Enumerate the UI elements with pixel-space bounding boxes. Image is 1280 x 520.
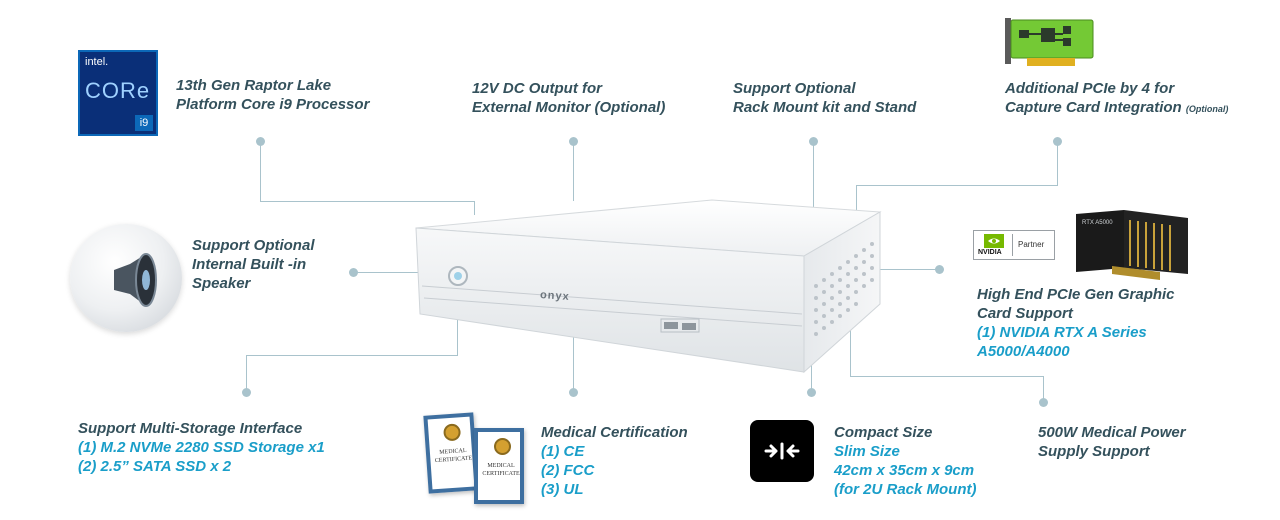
nvidia-partner-logo: NVIDIA Partner xyxy=(973,230,1055,260)
nvidia-partner-label: Partner xyxy=(1018,240,1045,249)
medical-pc-device xyxy=(415,199,882,374)
feature-medical-hl3: (3) UL xyxy=(541,481,584,498)
feature-graphics: High End PCIe Gen Graphic Card Support (… xyxy=(977,285,1175,361)
compress-arrows-icon xyxy=(750,420,814,482)
certificate-line1: MEDICAL xyxy=(439,447,467,456)
feature-graphics-line2: Card Support xyxy=(977,305,1073,322)
gpu-card-image xyxy=(1076,210,1188,280)
feature-storage-hl2: (2) 2.5” SATA SSD x 2 xyxy=(78,458,232,475)
feature-dc-output-line2: External Monitor (Optional) xyxy=(472,99,666,116)
feature-graphics-hl2: A5000/A4000 xyxy=(977,343,1070,360)
feature-compact-line1: Compact Size xyxy=(834,424,933,441)
feature-pcie-line2: Capture Card Integration xyxy=(1005,99,1182,116)
intel-core-text: CORe xyxy=(85,78,151,103)
certificate-line1-b: MEDICAL xyxy=(487,463,515,469)
feature-rack: Support Optional Rack Mount kit and Stan… xyxy=(733,79,916,117)
feature-compact-hl3: (for 2U Rack Mount) xyxy=(834,481,977,498)
intel-tier: i9 xyxy=(135,115,153,131)
feature-storage-hl1: (1) M.2 NVMe 2280 SSD Storage x1 xyxy=(78,439,325,456)
feature-compact-hl2: 42cm x 35cm x 9cm xyxy=(834,462,975,479)
feature-rack-line1: Support Optional xyxy=(733,80,856,97)
feature-dc-output: 12V DC Output for External Monitor (Opti… xyxy=(472,79,665,117)
feature-speaker: Support Optional Internal Built -in Spea… xyxy=(192,236,314,293)
intel-core-i9-logo: intel. CORe i9 xyxy=(78,50,158,136)
feature-speaker-line2: Internal Built -in xyxy=(192,256,307,273)
feature-pcie: Additional PCIe by 4 for Capture Card In… xyxy=(1005,79,1228,119)
feature-compact-hl1: Slim Size xyxy=(834,443,900,460)
feature-storage: Support Multi-Storage Interface (1) M.2 … xyxy=(78,419,325,476)
gpu-label: RTX A5000 xyxy=(1082,220,1113,226)
feature-medical-hl1: (1) CE xyxy=(541,443,585,460)
feature-speaker-line1: Support Optional xyxy=(192,237,315,254)
intel-brand: intel. xyxy=(85,56,109,68)
certificate-line2-b: CERTIFICATE xyxy=(482,471,520,477)
feature-processor-line2: Platform Core i9 Processor xyxy=(176,96,370,113)
feature-dc-output-line1: 12V DC Output for xyxy=(472,80,602,97)
feature-processor-line1: 13th Gen Raptor Lake xyxy=(176,77,332,94)
feature-power-line1: 500W Medical Power xyxy=(1038,424,1186,441)
speaker-icon xyxy=(70,224,182,332)
feature-power: 500W Medical Power Supply Support xyxy=(1038,423,1186,461)
feature-rack-line2: Rack Mount kit and Stand xyxy=(733,99,917,116)
device-brand: onyx xyxy=(539,288,571,304)
feature-pcie-note: (Optional) xyxy=(1185,104,1229,114)
feature-graphics-line1: High End PCIe Gen Graphic xyxy=(977,286,1175,303)
feature-medical: Medical Certification (1) CE (2) FCC (3)… xyxy=(541,423,688,499)
feature-medical-hl2: (2) FCC xyxy=(541,462,595,479)
pcie-card-icon xyxy=(1005,18,1094,66)
certificate-line2: CERTIFICATE xyxy=(434,455,473,465)
feature-storage-line1: Support Multi-Storage Interface xyxy=(78,420,303,437)
feature-graphics-hl1: (1) NVIDIA RTX A Series xyxy=(977,324,1147,341)
feature-processor: 13th Gen Raptor Lake Platform Core i9 Pr… xyxy=(176,76,369,114)
feature-power-line2: Supply Support xyxy=(1038,443,1150,460)
feature-pcie-line1: Additional PCIe by 4 for xyxy=(1005,80,1175,97)
feature-compact: Compact Size Slim Size 42cm x 35cm x 9cm… xyxy=(834,423,977,499)
feature-medical-line1: Medical Certification xyxy=(541,424,688,441)
feature-speaker-line3: Speaker xyxy=(192,275,251,292)
nvidia-brand: NVIDIA xyxy=(978,249,1002,256)
